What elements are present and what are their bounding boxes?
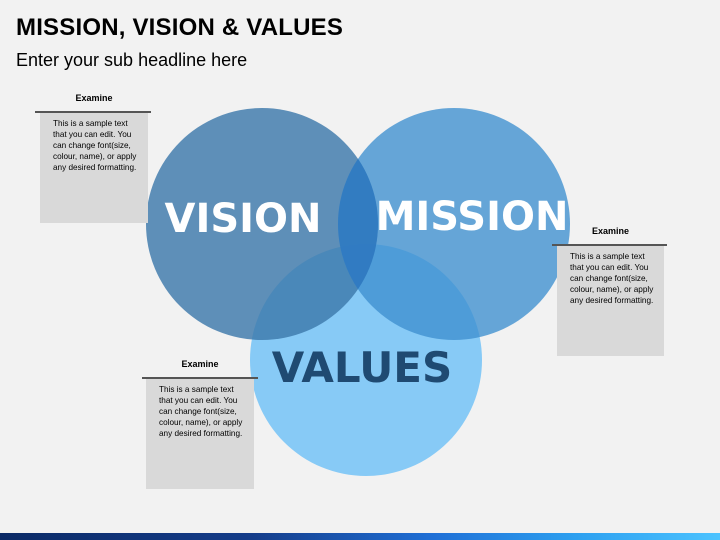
note-divider bbox=[142, 377, 258, 379]
note-divider bbox=[35, 111, 151, 113]
footer-accent-bar bbox=[0, 533, 720, 540]
note-divider bbox=[552, 244, 667, 246]
note-text-box: This is a sample text that you can edit.… bbox=[557, 246, 664, 356]
note-heading: Examine bbox=[181, 359, 219, 369]
vision-circle bbox=[146, 108, 378, 340]
mission-label: MISSION bbox=[376, 194, 569, 240]
note-text-box: This is a sample text that you can edit.… bbox=[40, 113, 148, 223]
values-label: VALUES bbox=[272, 343, 452, 392]
vision-label: VISION bbox=[164, 196, 321, 242]
slide-title: MISSION, VISION & VALUES bbox=[16, 14, 344, 41]
slide-subtitle: Enter your sub headline here bbox=[16, 50, 248, 70]
note-text-box: This is a sample text that you can edit.… bbox=[146, 379, 254, 489]
note-heading: Examine bbox=[75, 93, 113, 103]
note-heading: Examine bbox=[591, 226, 630, 236]
mission-circle bbox=[338, 108, 570, 340]
